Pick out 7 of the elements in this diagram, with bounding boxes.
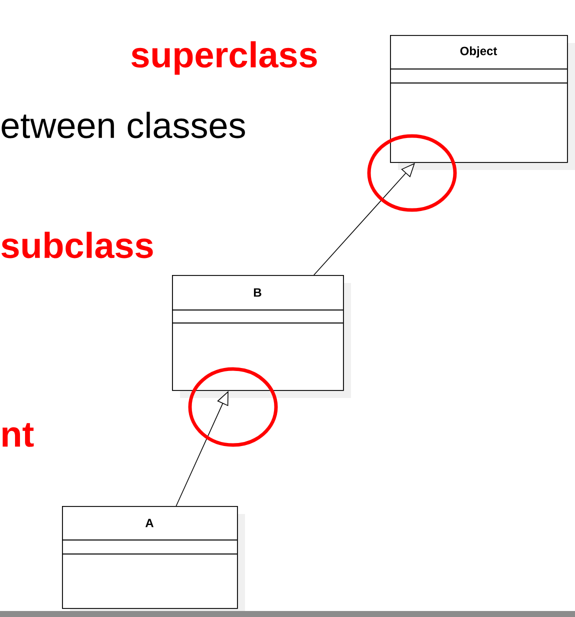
slide-text: nt — [2, 423, 34, 447]
class-box: Object — [390, 35, 575, 170]
slide-text: subclass — [1, 232, 153, 258]
slide-text: etween classes — [2, 112, 245, 138]
class-box: A — [62, 506, 245, 616]
slide-text: superclass — [131, 41, 317, 75]
class-box: B — [172, 275, 351, 398]
